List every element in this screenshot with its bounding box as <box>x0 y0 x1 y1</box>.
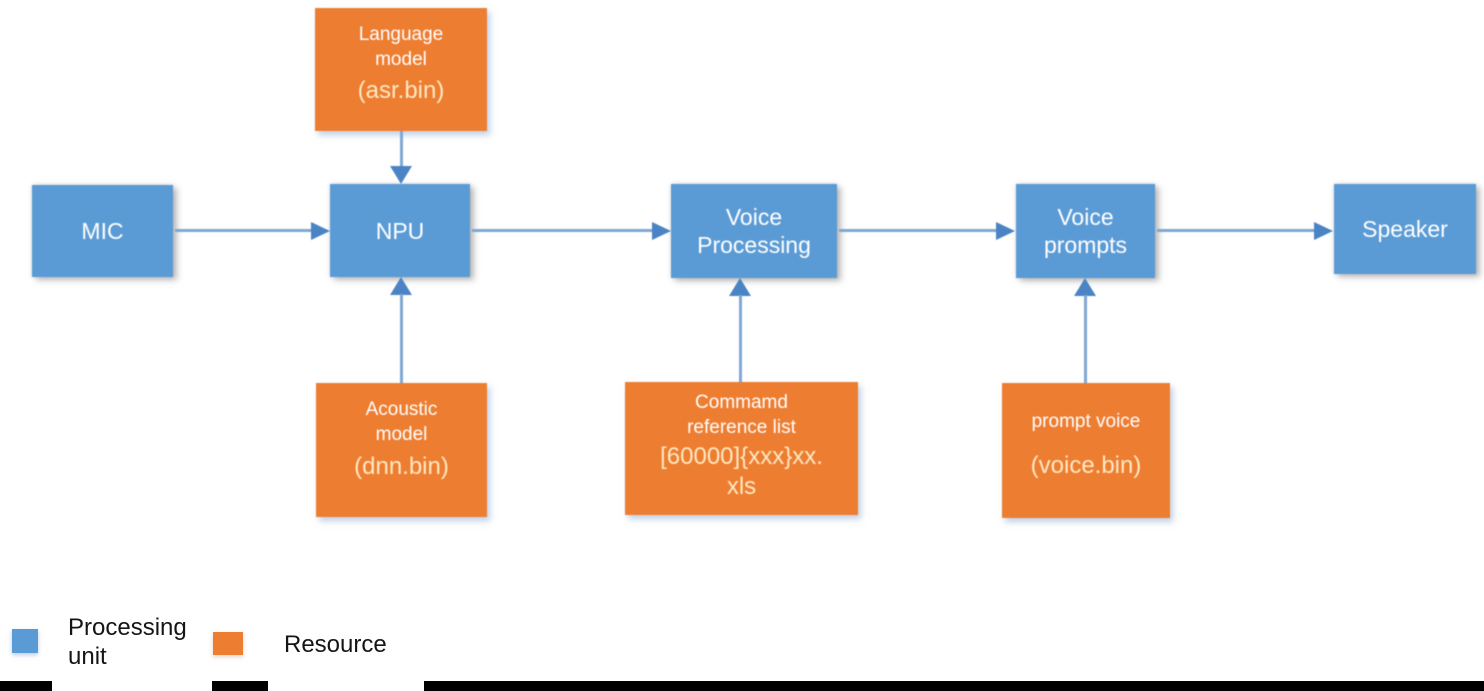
node-mic-label: MIC <box>81 218 124 244</box>
arrow-line <box>400 131 403 167</box>
node-speaker-label: Speaker <box>1362 216 1448 242</box>
arrow-line <box>472 229 654 232</box>
node-language-model: Language model (asr.bin) <box>315 8 487 131</box>
legend-resource-swatch <box>213 632 243 655</box>
node-npu: NPU <box>330 184 470 277</box>
node-command-reference-title: Commamd reference list <box>687 392 796 438</box>
legend-processing-unit-swatch <box>12 629 38 653</box>
arrow-line <box>175 229 314 232</box>
node-speaker: Speaker <box>1334 184 1476 274</box>
node-command-reference-file: [60000]{xxx}xx. xls <box>660 443 823 500</box>
node-acoustic-model-title: Acoustic model <box>365 399 438 445</box>
node-prompt-voice-file: (voice.bin) <box>1030 452 1142 479</box>
bottom-bar-segment <box>424 681 1484 691</box>
node-voice-prompts-label: Voice prompts <box>1043 204 1128 258</box>
node-language-model-file: (asr.bin) <box>357 77 445 104</box>
arrow-line <box>400 294 403 383</box>
node-voice-prompts: Voice prompts <box>1016 184 1155 278</box>
arrow-head-icon <box>996 222 1015 240</box>
arrow-line <box>1157 229 1316 232</box>
node-npu-label: NPU <box>375 217 425 244</box>
arrow-line <box>839 229 998 232</box>
bottom-bar-segment <box>212 681 268 691</box>
arrow-head-icon <box>1314 222 1333 240</box>
arrow-head-icon <box>729 278 751 296</box>
legend-resource-label: Resource <box>284 631 387 658</box>
node-acoustic-model: Acoustic model (dnn.bin) <box>316 383 487 517</box>
node-command-reference-list: Commamd reference list [60000]{xxx}xx. x… <box>625 382 858 515</box>
arrow-head-icon <box>390 166 412 184</box>
node-acoustic-model-file: (dnn.bin) <box>354 453 449 480</box>
arrow-line <box>1084 295 1087 383</box>
node-language-model-title: Language model <box>358 24 444 70</box>
node-voice-processing-label: Voice Processing <box>697 204 811 258</box>
node-prompt-voice: prompt voice (voice.bin) <box>1002 383 1170 518</box>
node-prompt-voice-title: prompt voice <box>1031 411 1141 432</box>
node-mic: MIC <box>32 185 173 277</box>
arrow-head-icon <box>311 222 330 240</box>
legend-processing-unit-label: Processing unit <box>68 614 187 670</box>
arrow-head-icon <box>390 277 412 295</box>
arrow-line <box>739 295 742 382</box>
node-voice-processing: Voice Processing <box>671 184 837 278</box>
arrow-head-icon <box>1074 278 1096 296</box>
arrow-head-icon <box>652 222 671 240</box>
bottom-bar-segment <box>0 681 52 691</box>
